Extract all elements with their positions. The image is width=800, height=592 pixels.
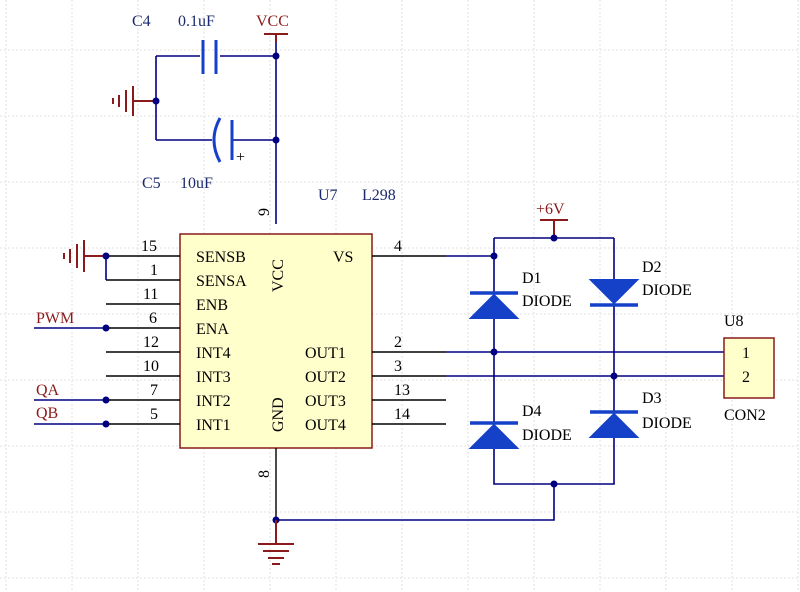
ic-ref-label: U7 bbox=[318, 187, 338, 204]
connector-pin-1: 1 bbox=[742, 345, 750, 362]
net-label-pwm: PWM bbox=[36, 310, 74, 327]
vcc-net-label: VCC bbox=[256, 13, 289, 30]
c5-ref-label: C5 bbox=[142, 175, 161, 192]
net-label-qb: QB bbox=[36, 405, 58, 422]
pin-number-3: 3 bbox=[394, 358, 402, 375]
ic-right-pins: 4 2 3 13 14 VS OUT1 OUT2 OUT3 OUT4 bbox=[305, 238, 446, 434]
diode-d4[interactable] bbox=[468, 421, 520, 449]
ic-pin8-number: 8 bbox=[256, 470, 273, 478]
pin-number-10: 10 bbox=[143, 358, 159, 375]
ic-pin9-number: 9 bbox=[256, 208, 273, 216]
v6-net-label: +6V bbox=[536, 201, 565, 218]
pin-name-sensa: SENSA bbox=[196, 273, 247, 290]
d4-value-label: DIODE bbox=[522, 427, 572, 444]
pin-name-int3: INT3 bbox=[196, 369, 231, 386]
pin-number-4: 4 bbox=[394, 238, 402, 255]
pin-number-12: 12 bbox=[143, 334, 159, 351]
pin-number-5: 5 bbox=[150, 406, 158, 423]
pin-number-14: 14 bbox=[394, 406, 410, 423]
c4-ref-label: C4 bbox=[132, 13, 151, 30]
pin-name-int2: INT2 bbox=[196, 393, 231, 410]
connector-part-label: CON2 bbox=[724, 407, 766, 424]
pin-number-15: 15 bbox=[141, 238, 157, 255]
input-nets: PWM QA QB bbox=[34, 310, 110, 428]
capacitor-c4[interactable] bbox=[201, 40, 218, 74]
pin-name-out4: OUT4 bbox=[305, 417, 346, 434]
connector-u8[interactable]: 1 2 U8 CON2 bbox=[723, 313, 775, 424]
pin-name-int4: INT4 bbox=[196, 345, 231, 362]
capacitor-section: + C4 0.1uF VCC C5 10uF bbox=[112, 13, 289, 224]
bottom-ground bbox=[258, 484, 555, 565]
d1-ref-label: D1 bbox=[522, 270, 542, 287]
pin-name-ena: ENA bbox=[196, 321, 229, 338]
d4-ref-label: D4 bbox=[522, 403, 542, 420]
ic-left-pins: 15 1 11 6 12 10 7 5 SENSB SENSA ENB ENA … bbox=[106, 238, 247, 434]
pin-name-out3: OUT3 bbox=[305, 393, 346, 410]
pin-name-enb: ENB bbox=[196, 297, 228, 314]
ic-u7[interactable]: U7 L298 9 VCC GND 8 15 1 11 6 12 10 7 5 bbox=[106, 187, 446, 520]
pin-number-11: 11 bbox=[143, 286, 158, 303]
connector-pin-2: 2 bbox=[742, 369, 750, 386]
pin-name-vs: VS bbox=[333, 249, 353, 266]
d2-ref-label: D2 bbox=[642, 259, 662, 276]
pin-number-2: 2 bbox=[394, 334, 402, 351]
pin-number-13: 13 bbox=[394, 382, 410, 399]
c5-polarity-mark: + bbox=[236, 149, 245, 166]
ic-gnd-pin-name: GND bbox=[270, 397, 287, 432]
diode-d2[interactable] bbox=[588, 279, 640, 307]
pin-name-out2: OUT2 bbox=[305, 369, 346, 386]
connector-ref-label: U8 bbox=[724, 313, 744, 330]
connector-body[interactable] bbox=[723, 337, 775, 399]
net-label-qa: QA bbox=[36, 382, 60, 399]
d1-value-label: DIODE bbox=[522, 293, 572, 310]
sense-ground bbox=[63, 240, 110, 280]
diode-bridge: +6V D1 DIODE D2 DIODE D4 DIODE bbox=[446, 201, 724, 488]
pin-name-sensb: SENSB bbox=[196, 249, 246, 266]
capacitor-c5[interactable]: + bbox=[212, 117, 245, 166]
ground-symbol-caps bbox=[112, 86, 156, 116]
pin-number-7: 7 bbox=[150, 382, 158, 399]
ic-part-label: L298 bbox=[362, 187, 396, 204]
diode-d1[interactable] bbox=[468, 291, 520, 319]
pin-name-int1: INT1 bbox=[196, 417, 231, 434]
d2-value-label: DIODE bbox=[642, 282, 692, 299]
d3-ref-label: D3 bbox=[642, 390, 662, 407]
pin-name-out1: OUT1 bbox=[305, 345, 346, 362]
c4-value-label: 0.1uF bbox=[178, 13, 215, 30]
pin-number-1: 1 bbox=[150, 262, 158, 279]
pin-number-6: 6 bbox=[149, 310, 157, 327]
d3-value-label: DIODE bbox=[642, 415, 692, 432]
diode-d3[interactable] bbox=[588, 410, 640, 438]
ic-vcc-pin-name: VCC bbox=[270, 259, 287, 292]
c5-value-label: 10uF bbox=[180, 175, 213, 192]
